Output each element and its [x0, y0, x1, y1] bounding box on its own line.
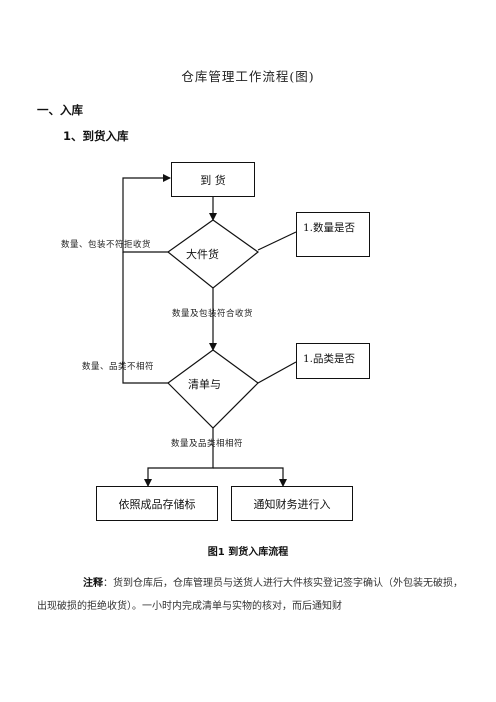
- note-paragraph: 注释：货到仓库后，仓库管理员与送货人进行大件核实登记签字确认（外包装无破损，出现…: [37, 572, 467, 618]
- connector-split-right: [213, 467, 287, 487]
- decision-2-label: 清单与: [188, 378, 221, 391]
- connector-reject1-loop: [122, 174, 171, 253]
- figure-caption: 图1 到货入库流程: [207, 547, 289, 558]
- note2-pointer: [257, 361, 297, 384]
- note-paragraph-lead: 注释: [83, 578, 103, 589]
- document-title: 仓库管理工作流程(图): [181, 69, 315, 84]
- edge-label-accept-2: 数量及品类相相符: [171, 439, 244, 449]
- note-quantity-label: 1.数量是否: [303, 222, 356, 234]
- decision-1-label: 大件货: [186, 248, 219, 261]
- edge-label-accept-1: 数量及包装符合收货: [172, 309, 254, 319]
- note-paragraph-text: ：货到仓库后，仓库管理员与送货人进行大件核实登记签字确认（外包装无破损，出现破损…: [37, 578, 463, 612]
- section-heading-inbound: 一、入库: [37, 103, 83, 117]
- note-category-label: 1.品类是否: [303, 353, 356, 365]
- connector-reject2-loop: [122, 252, 168, 384]
- flow-end-box-finance: 通知财务进行入: [231, 486, 353, 521]
- subsection-heading-arrival: 1、到货入库: [63, 129, 129, 143]
- flow-end-box-storage: 依照成品存储标: [96, 486, 218, 521]
- note1-pointer: [257, 231, 297, 251]
- edge-label-reject-2: 数量、品类不相符: [82, 362, 155, 372]
- note-box-quantity: 1.数量是否: [296, 212, 370, 257]
- note-box-category: 1.品类是否: [296, 343, 370, 379]
- flow-end-finance-label: 通知财务进行入: [253, 497, 331, 511]
- flow-start-label: 到 货: [200, 173, 226, 187]
- flow-end-storage-label: 依照成品存储标: [118, 497, 196, 511]
- connector-split: [144, 428, 214, 487]
- edge-label-reject-1: 数量、包装不符拒收货: [61, 240, 152, 250]
- flow-start-box: 到 货: [171, 162, 255, 197]
